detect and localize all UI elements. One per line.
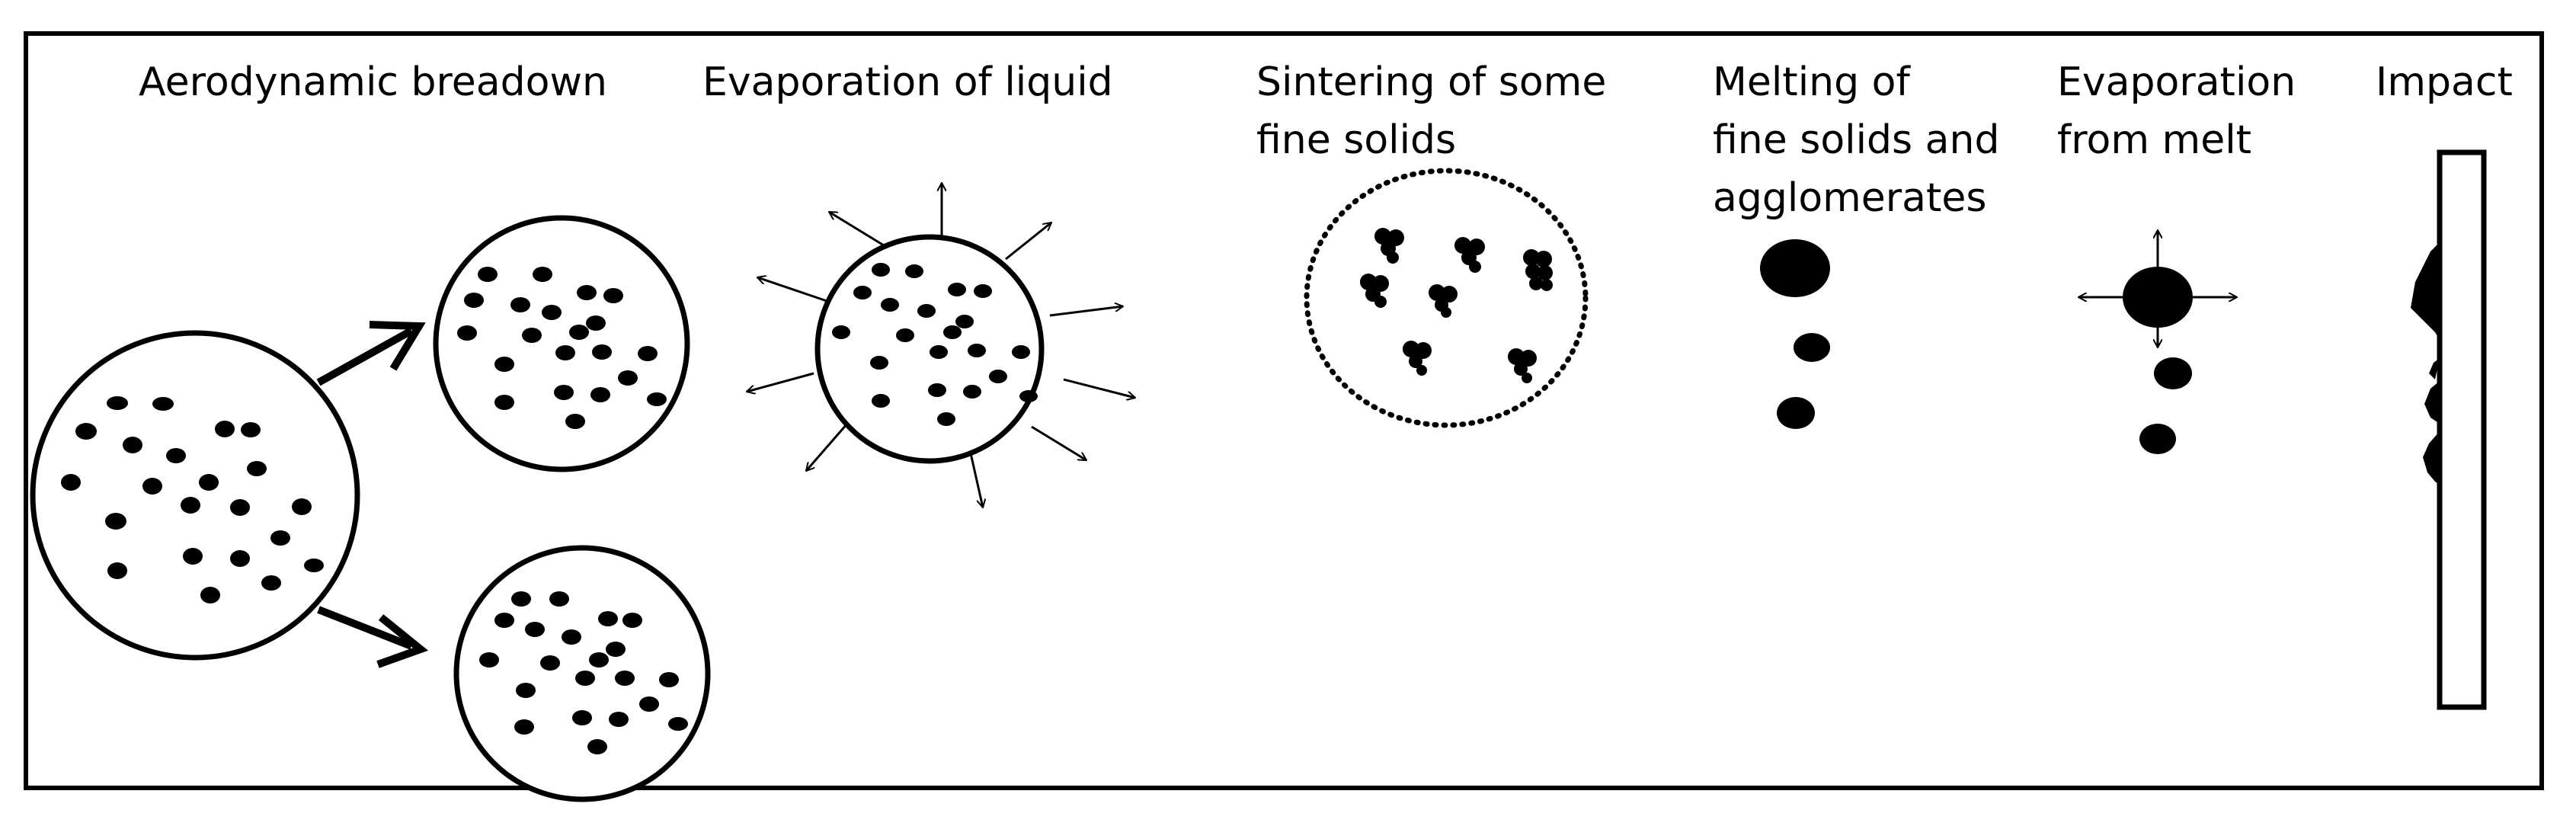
stage-label-sintering: Sintering of some fine solids — [1256, 59, 1607, 163]
sintered-clusters — [1360, 228, 1553, 383]
breakup-arrow-upper — [316, 321, 426, 386]
breakup-arrow-lower — [317, 606, 429, 668]
diagram-frame — [24, 31, 2544, 790]
stage-label-impact: Impact — [2376, 59, 2513, 105]
parent-droplet — [30, 330, 360, 661]
stage-label-melting: Melting of fine solids and agglomerates — [1713, 59, 2000, 221]
stage-label-evaporation-of-liquid: Evaporation of liquid — [702, 59, 1113, 105]
melt-evaporation-arrows — [2078, 230, 2237, 347]
stage-label-evaporation-from-melt: Evaporation from melt — [2057, 59, 2296, 163]
evaporating-droplet — [814, 234, 1045, 464]
child-droplet-upper — [433, 215, 690, 472]
sintering-envelope — [1304, 168, 1589, 428]
molten-particles — [1760, 239, 1830, 429]
impact-substrate — [2411, 149, 2487, 710]
child-droplet-lower — [453, 545, 711, 802]
evaporation-arrows — [747, 183, 1135, 507]
evaporating-melt-particles — [2123, 267, 2193, 454]
stage-label-aerodynamic-breakdown: Aerodynamic breadown — [139, 59, 607, 105]
